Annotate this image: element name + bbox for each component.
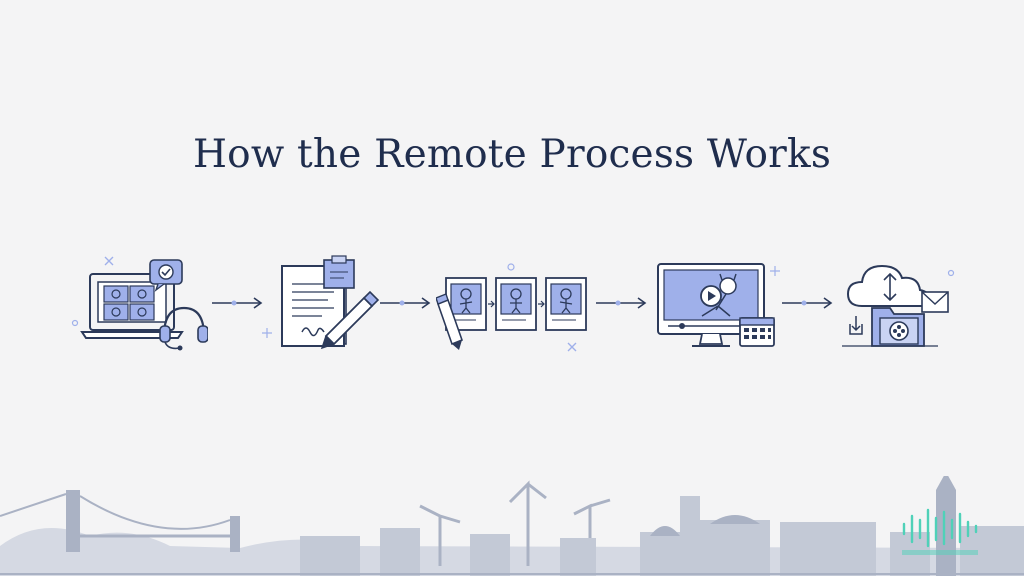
arrow-right-icon: [596, 297, 647, 309]
studio-logo-icon: [902, 508, 978, 555]
arrow-right-icon: [782, 297, 833, 309]
storyboard-sketch-icon: [436, 277, 587, 350]
contract-signing-pen-icon: [281, 255, 380, 350]
sparkle-icon: [567, 342, 577, 352]
arrow-right-icon: [212, 297, 263, 309]
sparkle-icon: [507, 263, 515, 271]
cloud-delivery-folder-icon: [842, 264, 949, 347]
sparkle-icon: [947, 269, 955, 277]
video-call-laptop-headset-icon: [80, 259, 208, 351]
city-skyline-illustration: [0, 476, 1024, 576]
sparkle-icon: [262, 328, 272, 338]
sparkle-icon: [71, 319, 79, 327]
animation-playback-monitor-icon: [657, 263, 775, 347]
sparkle-icon: [770, 266, 780, 276]
page-title: How the Remote Process Works: [192, 132, 832, 177]
arrow-right-icon: [380, 297, 431, 309]
sparkle-icon: [104, 256, 114, 266]
